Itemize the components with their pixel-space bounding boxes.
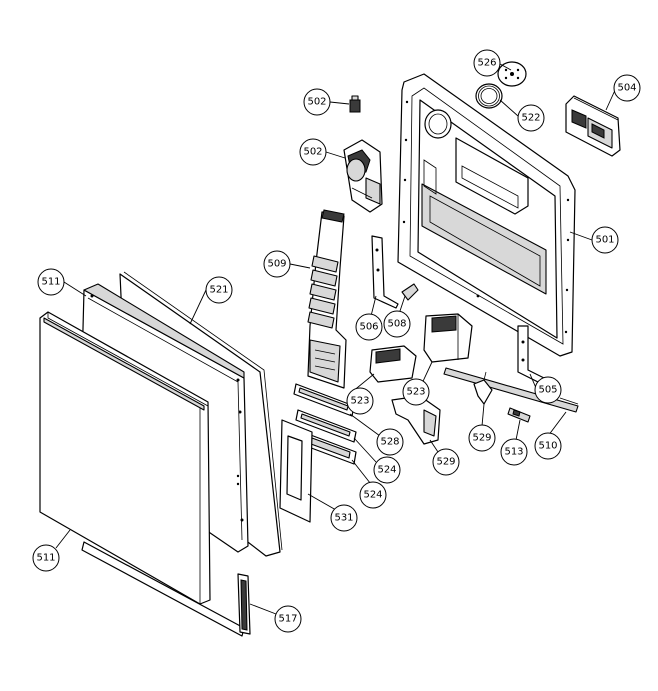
callout-label: 522 (521, 113, 540, 124)
part-detergent-seal-ring (475, 83, 503, 109)
callout-label: 501 (595, 235, 614, 246)
part-mounting-bracket-left (371, 235, 399, 309)
callout-505: 505 (534, 376, 562, 404)
callout-label: 521 (209, 285, 228, 296)
part-control-panel-trim (293, 383, 355, 417)
part-hinge-housing-upper (423, 313, 473, 363)
part-control-panel-frame (279, 419, 313, 523)
callout-517: 517 (274, 605, 302, 633)
part-door-latch-assembly (343, 139, 383, 213)
callout-label: 529 (436, 457, 455, 468)
callout-526: 526 (473, 49, 501, 77)
part-bottom-trim-strip (81, 541, 245, 637)
callout-531: 531 (330, 504, 358, 532)
part-door-switch-small (349, 95, 361, 113)
callout-523-left: 523 (346, 387, 374, 415)
part-inner-door-panel (397, 73, 576, 357)
callout-513: 513 (500, 438, 528, 466)
callout-label: 531 (334, 513, 353, 524)
callout-label: 505 (538, 385, 557, 396)
callout-508: 508 (383, 310, 411, 338)
callout-label: 510 (538, 441, 557, 452)
callout-524-lower: 524 (359, 481, 387, 509)
callout-label: 513 (504, 447, 523, 458)
callout-511-upper: 511 (37, 268, 65, 296)
part-trim-strip-upper (295, 409, 357, 443)
part-door-hinge-pin (507, 407, 531, 423)
callout-label: 509 (267, 259, 286, 270)
callout-502-upper: 502 (303, 88, 331, 116)
callout-label: 529 (472, 433, 491, 444)
callout-label: 523 (406, 387, 425, 398)
callout-label: 524 (377, 465, 396, 476)
callout-label: 511 (36, 553, 55, 564)
part-spring-small (473, 371, 493, 405)
callout-502-lower: 502 (299, 138, 327, 166)
callout-511-lower: 511 (32, 544, 60, 572)
callout-label: 511 (41, 277, 60, 288)
callout-528: 528 (376, 428, 404, 456)
callout-501: 501 (591, 226, 619, 254)
callout-label: 502 (303, 147, 322, 158)
callout-524-upper: 524 (373, 456, 401, 484)
callout-504: 504 (613, 74, 641, 102)
callout-label: 517 (278, 614, 297, 625)
callout-label: 508 (387, 319, 406, 330)
callout-529-large: 529 (432, 448, 460, 476)
callout-509: 509 (263, 250, 291, 278)
part-hinge-housing-lower (369, 345, 417, 383)
callout-521: 521 (205, 276, 233, 304)
callout-label: 523 (350, 396, 369, 407)
callout-label: 504 (617, 83, 636, 94)
callout-label: 506 (359, 322, 378, 333)
part-dispenser-cap-disc (497, 61, 527, 87)
part-hinge-clip (401, 283, 419, 301)
callout-529-small: 529 (468, 424, 496, 452)
callout-label: 526 (477, 58, 496, 69)
callout-506: 506 (355, 313, 383, 341)
callout-522: 522 (517, 104, 545, 132)
callout-510: 510 (534, 432, 562, 460)
callout-label: 524 (363, 490, 382, 501)
part-vent-air-duct (307, 209, 347, 389)
callout-label: 502 (307, 97, 326, 108)
part-outer-door-panel (39, 311, 211, 605)
callout-label: 528 (380, 437, 399, 448)
part-detergent-dispenser (565, 95, 621, 157)
callout-523-right: 523 (402, 378, 430, 406)
part-side-trim-strip (237, 573, 251, 635)
